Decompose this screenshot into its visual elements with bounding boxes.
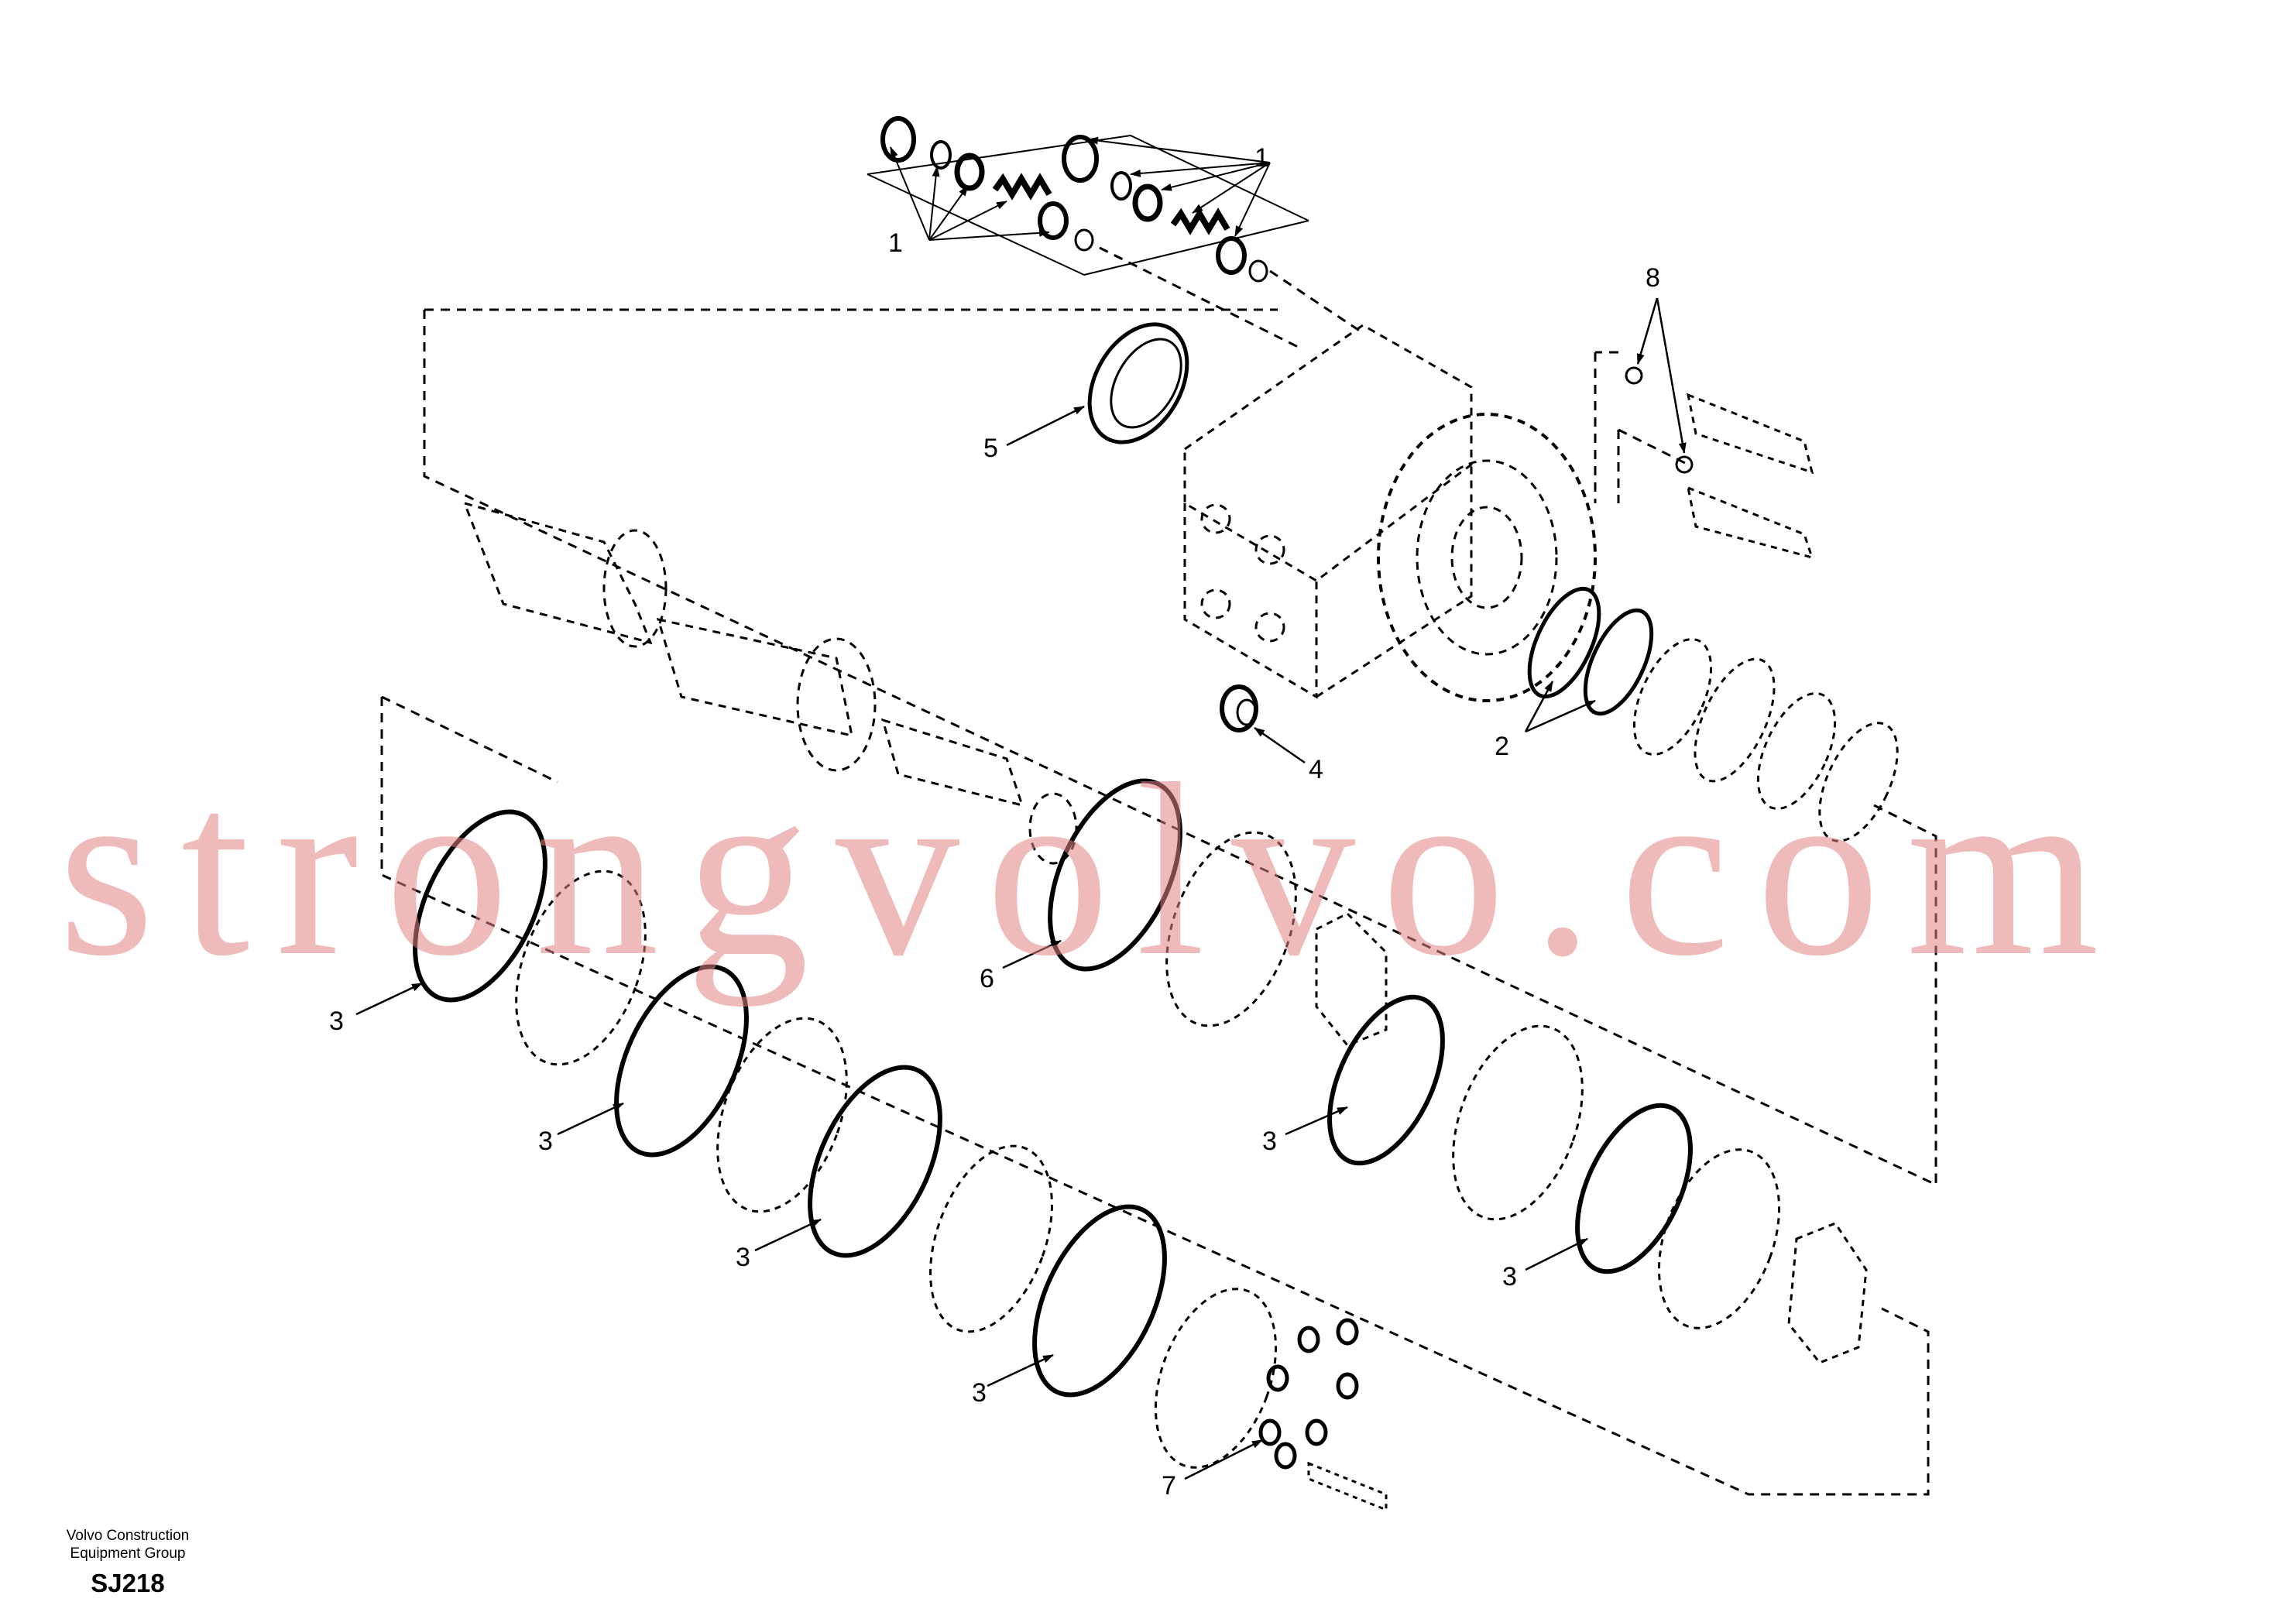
assembly-outline-lower	[380, 695, 1930, 1496]
large-o-rings	[413, 778, 1693, 1398]
callout-3-b: 3	[538, 1127, 553, 1156]
company-line-1: Volvo Construction	[66, 1528, 190, 1544]
watermark: strongvolvo.com	[58, 733, 2126, 1007]
valve-kit-right	[1062, 135, 1268, 283]
callout-6: 6	[980, 964, 994, 993]
valve-kit-left	[880, 116, 1094, 252]
callout-3-f: 3	[1502, 1262, 1517, 1291]
plates-and-gears	[515, 831, 1868, 1469]
callout-8: 8	[1646, 263, 1660, 293]
callout-2: 2	[1495, 732, 1509, 761]
motor-housing	[1183, 324, 1597, 702]
balls-item-8	[1625, 366, 1694, 474]
callout-4: 4	[1309, 755, 1323, 784]
assembly-outline-upper	[423, 246, 1937, 1187]
footer: Volvo Construction Equipment Group SJ218	[31, 1527, 225, 1598]
shims-right	[1632, 638, 1899, 842]
callout-7: 7	[1162, 1471, 1176, 1501]
company-line-2: Equipment Group	[70, 1545, 186, 1562]
callout-3-d: 3	[972, 1378, 987, 1408]
nuts-item-7	[1258, 1318, 1359, 1470]
plug-item-4	[1220, 684, 1258, 732]
bolt-item-7	[1307, 1461, 1388, 1512]
callout-1-upper: 1	[1254, 143, 1269, 173]
leader-arrows	[355, 297, 1687, 1480]
pins-item-8-area	[1686, 393, 1814, 560]
callout-3-e: 3	[1262, 1127, 1277, 1156]
callout-1-lower: 1	[888, 228, 903, 258]
callout-3-a: 3	[329, 1007, 344, 1036]
callout-3-c: 3	[736, 1243, 750, 1272]
o-rings-item-2	[1527, 586, 1654, 716]
callout-bracket-1	[867, 135, 1309, 276]
seal-ring-item-5	[1087, 322, 1189, 444]
callout-5: 5	[983, 434, 998, 463]
diagram-code: SJ218	[91, 1569, 165, 1597]
